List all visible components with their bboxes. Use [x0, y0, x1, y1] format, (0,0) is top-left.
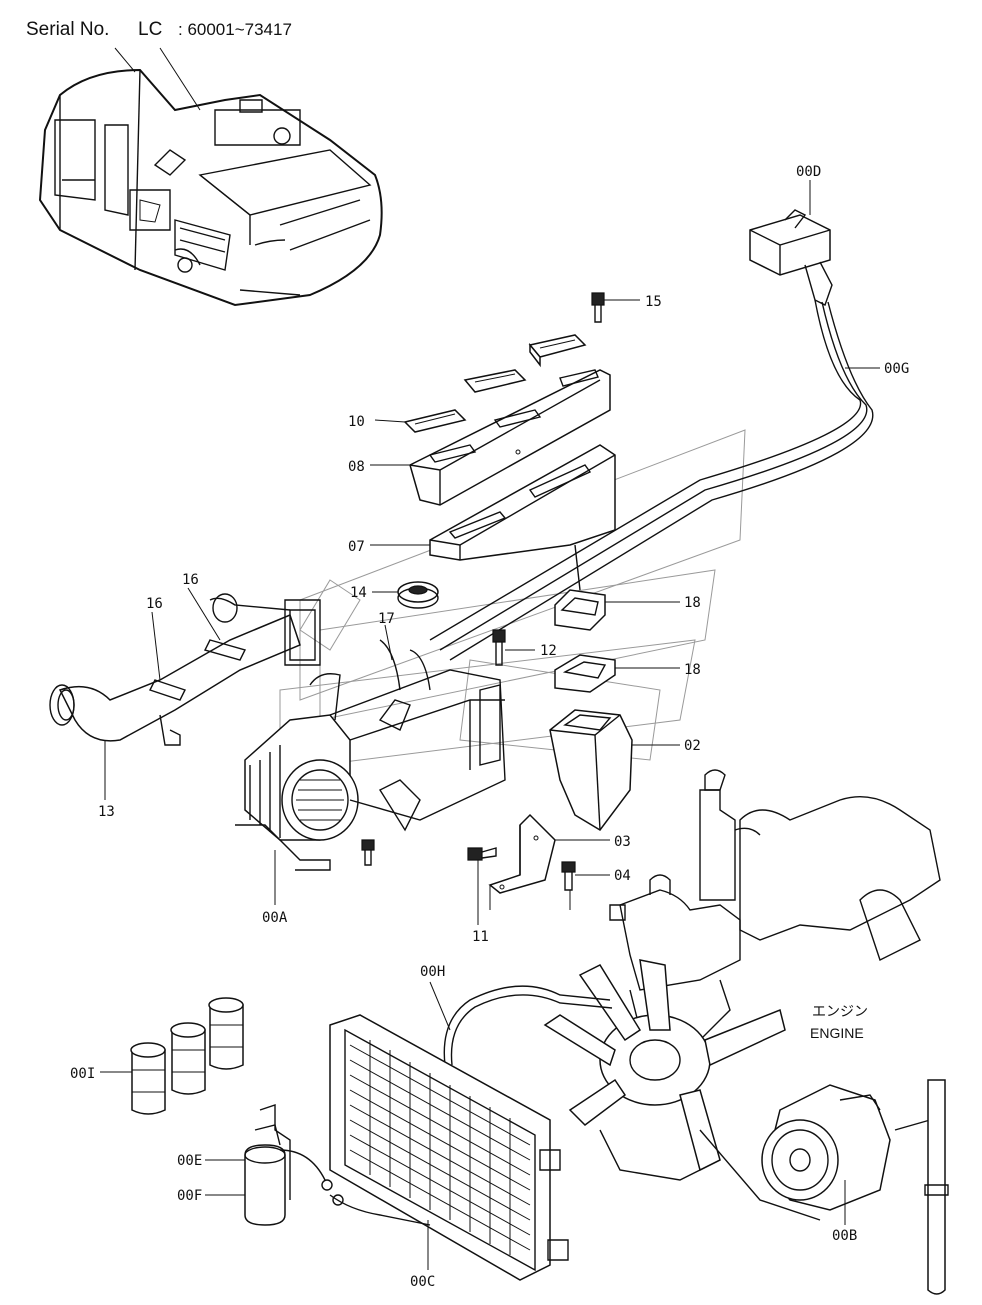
label-00G: 00G [884, 361, 909, 377]
engine-label-japanese: エンジン [812, 1003, 868, 1019]
label-13: 13 [98, 804, 115, 820]
condenser-00C [329, 1014, 569, 1281]
label-07: 07 [348, 539, 365, 555]
label-00C: 00C [410, 1274, 435, 1290]
bolt-11 [467, 847, 497, 925]
label-12: 12 [540, 643, 557, 659]
label-00B: 00B [832, 1228, 857, 1244]
engine-label: エンジン ENGINE [810, 1003, 868, 1041]
label-14: 14 [350, 585, 367, 601]
serial-prefix: Serial No. [26, 19, 109, 40]
grommet-14 [372, 581, 439, 609]
bracket-03 [488, 813, 610, 910]
control-cable-00G [429, 299, 880, 661]
label-11: 11 [472, 929, 489, 945]
serial-range: : 60001~73417 [178, 20, 292, 39]
duct-02 [549, 709, 680, 831]
label-00F: 00F [177, 1188, 202, 1204]
vent-grilles-10 [374, 334, 587, 433]
bolt-12 [492, 629, 535, 666]
blower-unit-00A [235, 599, 506, 905]
engine-fan [543, 959, 786, 1181]
receiver-drier-00E-00F [205, 1104, 431, 1226]
excavator-overview [38, 47, 383, 307]
seal-18-lower [554, 654, 680, 693]
duct-cover-08 [370, 369, 611, 506]
label-18-upper: 18 [684, 595, 701, 611]
bolt-04 [561, 861, 610, 891]
label-10: 10 [348, 414, 365, 430]
pipe-right [924, 1079, 949, 1295]
engine-label-english: ENGINE [810, 1025, 864, 1041]
serial-model: LC [138, 19, 162, 40]
label-02: 02 [684, 738, 701, 754]
label-00A: 00A [262, 910, 288, 926]
label-18-lower: 18 [684, 662, 701, 678]
refrigerant-cans-00I [100, 997, 244, 1115]
label-16-lower: 16 [146, 596, 163, 612]
control-unit-00D [749, 180, 833, 306]
label-00D: 00D [796, 164, 821, 180]
duct-07 [370, 444, 616, 591]
part-labels: 15 00D 00G 10 08 07 14 16 16 17 18 12 18… [70, 164, 909, 1290]
label-00H: 00H [420, 964, 445, 980]
label-15: 15 [645, 294, 662, 310]
compressor-00B [699, 1084, 931, 1225]
hose-00H [429, 981, 613, 1066]
label-00E: 00E [177, 1153, 202, 1169]
air-hose-13 [49, 587, 301, 800]
label-16-upper: 16 [182, 572, 199, 588]
label-17: 17 [378, 611, 395, 627]
seal-18-upper [554, 589, 680, 631]
bolt-15 [591, 292, 640, 323]
label-00I: 00I [70, 1066, 95, 1082]
serial-header: Serial No. LC : 60001~73417 [26, 19, 292, 40]
label-03: 03 [614, 834, 631, 850]
label-04: 04 [614, 868, 631, 884]
label-08: 08 [348, 459, 365, 475]
